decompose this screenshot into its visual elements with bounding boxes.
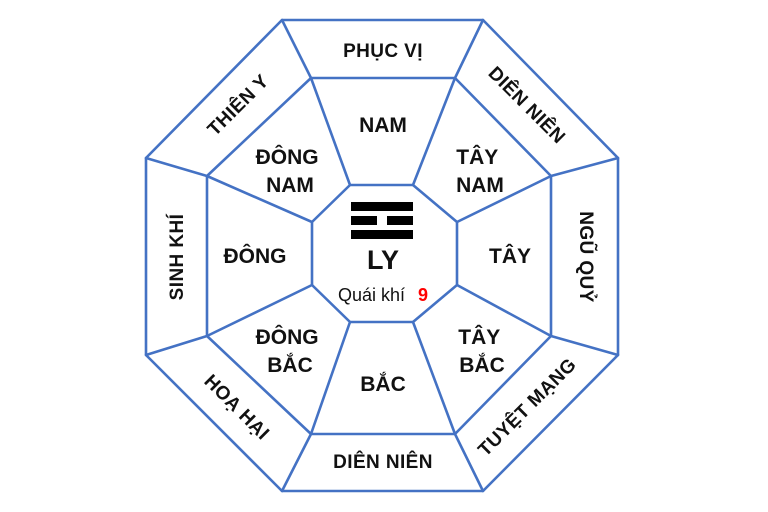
outer-spoke-e-se [549, 334, 620, 357]
inner-spoke-s-sw [309, 320, 352, 436]
trigram-line-middle-broken-left [351, 216, 377, 225]
middle-label-dong-nam-line2: NAM [266, 174, 314, 197]
inner-spoke-e-se [455, 283, 553, 338]
middle-label-dong-bac-line1: ĐÔNG [256, 325, 319, 349]
outer-spoke-n-ne [453, 18, 485, 80]
middle-label-tay-bac-line1: TÂY [458, 325, 500, 349]
outer-label-north: PHỤC VỊ [343, 41, 423, 62]
center-quai-khi-value: 9 [418, 285, 428, 305]
outer-label-northwest: THIÊN Y [203, 70, 273, 140]
inner-spoke-n-ne [411, 76, 457, 187]
outer-label-southwest: HOẠ HẠI [200, 371, 274, 445]
outer-spoke-w-sw [144, 334, 209, 357]
outer-label-northeast: DIÊN NIÊN [484, 62, 570, 148]
middle-label-nam-line1: NAM [359, 114, 407, 137]
middle-label-dong-nam-line1: ĐÔNG [256, 145, 319, 169]
middle-label-dong-bac-line2: BẮC [267, 353, 313, 377]
middle-label-tay-nam-line1: TÂY [456, 145, 498, 169]
outer-label-south: DIÊN NIÊN [333, 451, 433, 473]
trigram-line-top-solid [351, 202, 413, 211]
outer-spokes [144, 18, 620, 493]
inner-spoke-w-sw [205, 283, 314, 338]
middle-label-dong: ĐÔNG [224, 244, 287, 268]
center-quai-khi-label: Quái khí [338, 285, 405, 305]
middle-label-tay-bac: TÂY BẮC [458, 325, 505, 377]
outer-label-west: SINH KHÍ [166, 213, 188, 300]
middle-label-dong-nam: ĐÔNG NAM [256, 145, 325, 197]
middle-label-bac-line1: BẮC [360, 372, 406, 396]
outer-label-east: NGŨ QUỶ [575, 211, 597, 302]
middle-label-tay: TÂY [489, 244, 531, 268]
middle-ring-labels: NAM TÂY NAM TÂY TÂY BẮC BẮC ĐÔNG [224, 114, 532, 396]
center-quai-khi: Quái khí 9 [338, 285, 428, 305]
middle-label-tay-bac-line2: BẮC [459, 353, 505, 377]
inner-spoke-e-ne [455, 174, 553, 224]
outer-spoke-w-nw [144, 156, 209, 178]
middle-label-bac: BẮC [360, 372, 406, 396]
outer-spoke-s-se [453, 432, 485, 493]
middle-label-nam: NAM [359, 114, 407, 137]
trigram-li-icon [351, 202, 413, 239]
middle-label-dong-bac: ĐÔNG BẮC [256, 325, 325, 377]
inner-spoke-n-nw [309, 76, 352, 187]
inner-spoke-w-nw [205, 174, 314, 224]
center-trigram-name: LY [367, 245, 399, 275]
trigram-line-bottom-solid [351, 230, 413, 239]
outer-spoke-e-ne [549, 156, 620, 178]
outer-spoke-n-nw [280, 18, 313, 80]
middle-label-tay-nam-line2: NAM [456, 174, 504, 197]
middle-label-tay-line1: TÂY [489, 244, 531, 268]
inner-spoke-s-se [411, 320, 457, 436]
middle-label-tay-nam: TÂY NAM [456, 145, 504, 197]
trigram-line-middle-broken-right [387, 216, 413, 225]
middle-label-dong-line1: ĐÔNG [224, 244, 287, 268]
outer-spoke-s-sw [280, 432, 313, 493]
inner-spokes [205, 76, 553, 436]
